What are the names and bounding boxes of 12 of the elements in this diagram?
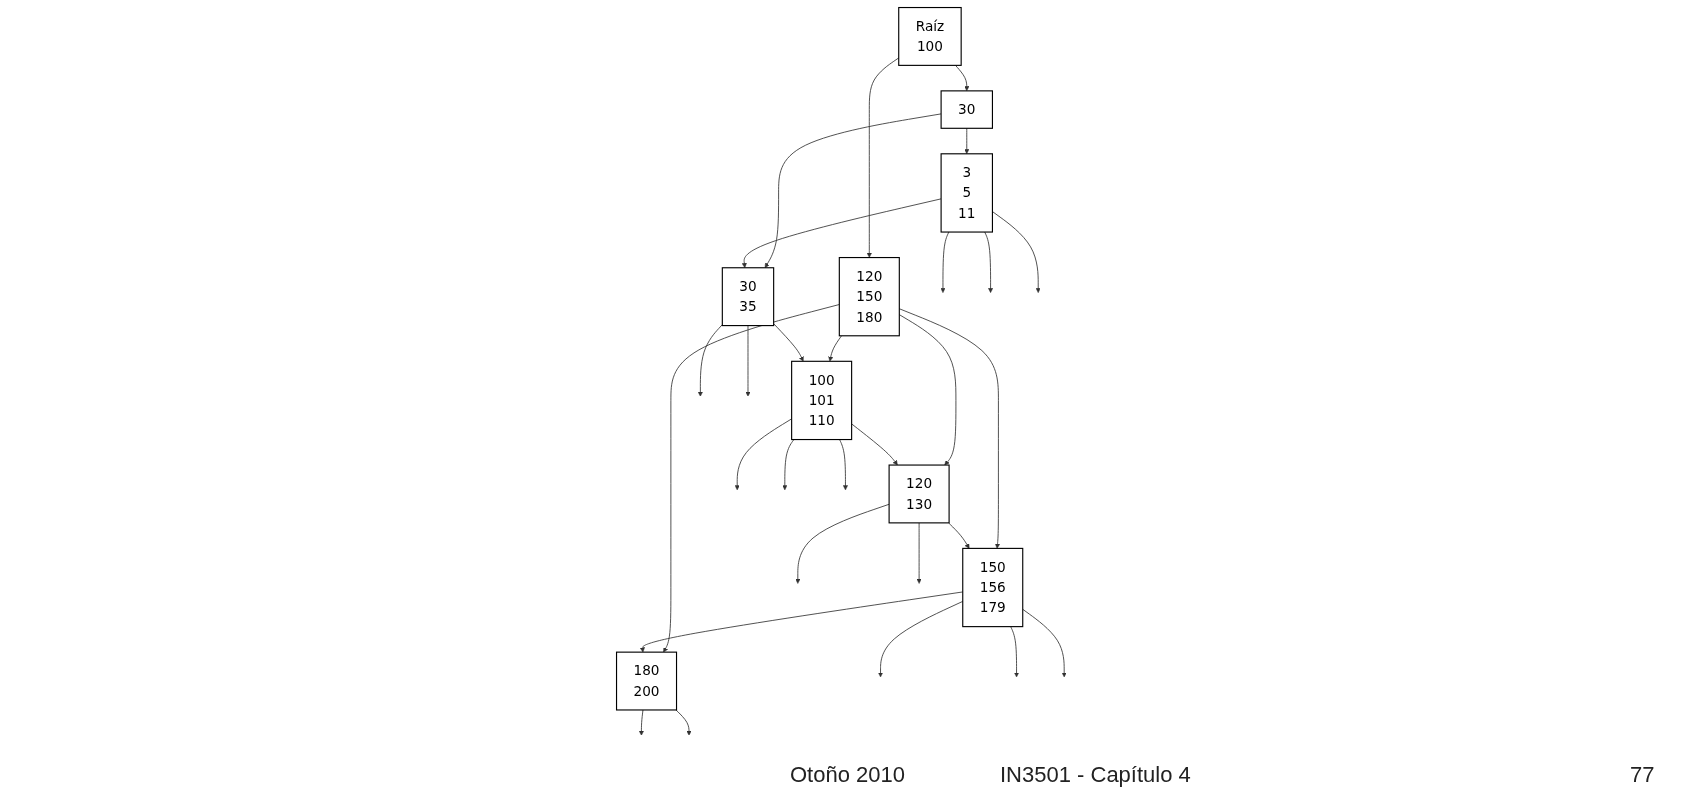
- node-box: 30: [940, 89, 994, 129]
- node-box: 120 150 180: [838, 256, 901, 336]
- node-box: Raíz 100: [898, 6, 962, 66]
- node-box: 3 5 11: [940, 152, 994, 233]
- node-box: 150 156 179: [962, 547, 1024, 627]
- node-box: 180 200: [616, 651, 678, 711]
- node-box: 30 35: [721, 266, 775, 326]
- node-box: 120 130: [888, 464, 950, 523]
- node-box: 100 101 110: [791, 360, 853, 440]
- footer-text: IN3501 - Capítulo 4: [1000, 762, 1191, 788]
- footer-text: 77: [1630, 762, 1655, 788]
- footer-text: Otoño 2010: [790, 762, 905, 788]
